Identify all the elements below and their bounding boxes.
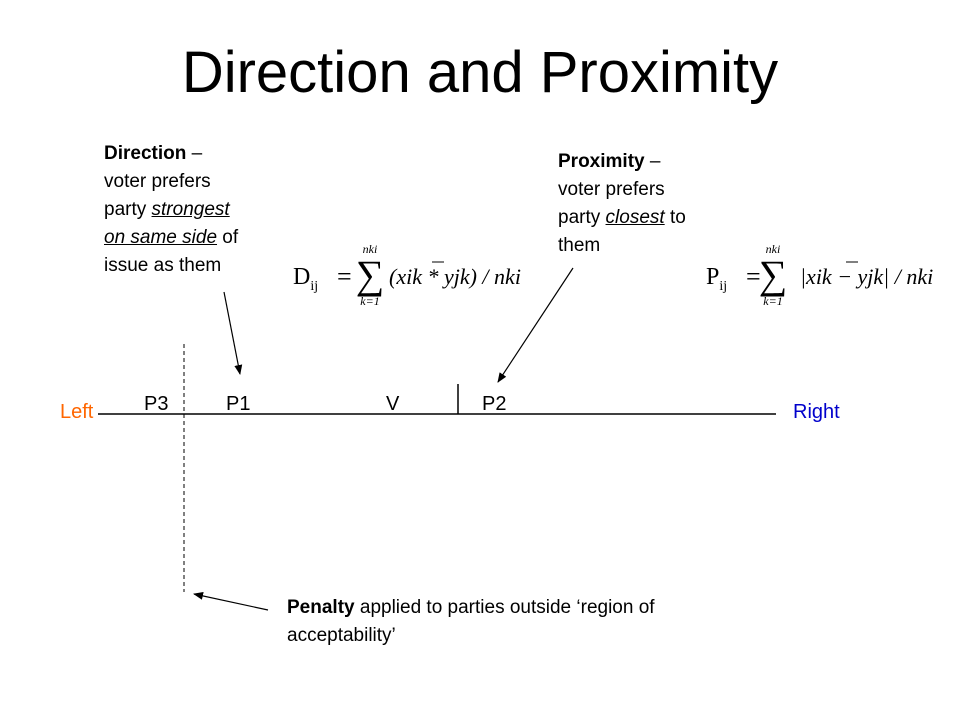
direction-sigma: ∑ [355,252,385,297]
proximity-line3-em: closest [605,207,665,228]
right-label: Right [793,401,840,423]
direction-sum-top: nki [362,242,378,256]
penalty-note: Penalty applied to parties outside ‘regi… [287,594,655,650]
point-label-v: V [386,393,400,415]
proximity-line2: voter prefers [558,179,665,200]
proximity-sum-bottom: k=1 [763,294,783,308]
direction-line4-em: on same side [104,227,218,248]
penalty-arrow [193,591,269,611]
direction-sum-bottom: k=1 [360,294,380,308]
proximity-formula-eq: = [746,262,761,291]
proximity-formula: Pij = nki ∑ k=1 |xik − yjk| / nki [706,242,946,316]
proximity-line3-pre: party [558,207,606,228]
proximity-formula-lhs: Pij [706,264,728,294]
direction-line2: voter prefers [104,171,211,192]
point-label-p1: P1 [226,393,251,415]
direction-arrow [223,291,243,375]
proximity-term: Proximity [558,151,645,172]
penalty-term: Penalty [287,597,355,618]
direction-formula: Dij = nki ∑ k=1 (xik * yjk) / nki [293,242,523,316]
proximity-line4: them [558,235,601,256]
direction-formula-body: (xik * yjk) / nki [389,264,521,289]
proximity-arrow [497,267,574,383]
proximity-dash: – [644,151,661,172]
penalty-line1: applied to parties outside ‘region of [354,597,655,618]
direction-term: Direction [104,143,187,164]
direction-note: Direction – voter prefers party stronges… [104,140,238,280]
point-label-p3: P3 [144,393,169,415]
left-label: Left [60,401,94,423]
proximity-sum-top: nki [765,242,781,256]
direction-sum: nki ∑ k=1 [355,242,385,308]
penalty-line2: acceptability’ [287,625,396,646]
direction-formula-eq: = [337,262,352,291]
direction-formula-lhs: Dij [293,264,319,294]
direction-line4-post: of [217,227,239,248]
direction-line3-pre: party [104,199,152,220]
direction-line5: issue as them [104,255,222,276]
direction-dash: – [186,143,203,164]
slide-title: Direction and Proximity [181,40,779,105]
direction-line3-em: strongest [151,199,230,220]
point-label-p2: P2 [482,393,507,415]
proximity-line3-post: to [664,207,686,228]
proximity-formula-body: |xik − yjk| / nki [800,264,934,289]
proximity-note: Proximity – voter prefers party closest … [558,148,686,260]
proximity-sigma: ∑ [758,252,788,297]
proximity-sum: nki ∑ k=1 [758,242,788,308]
